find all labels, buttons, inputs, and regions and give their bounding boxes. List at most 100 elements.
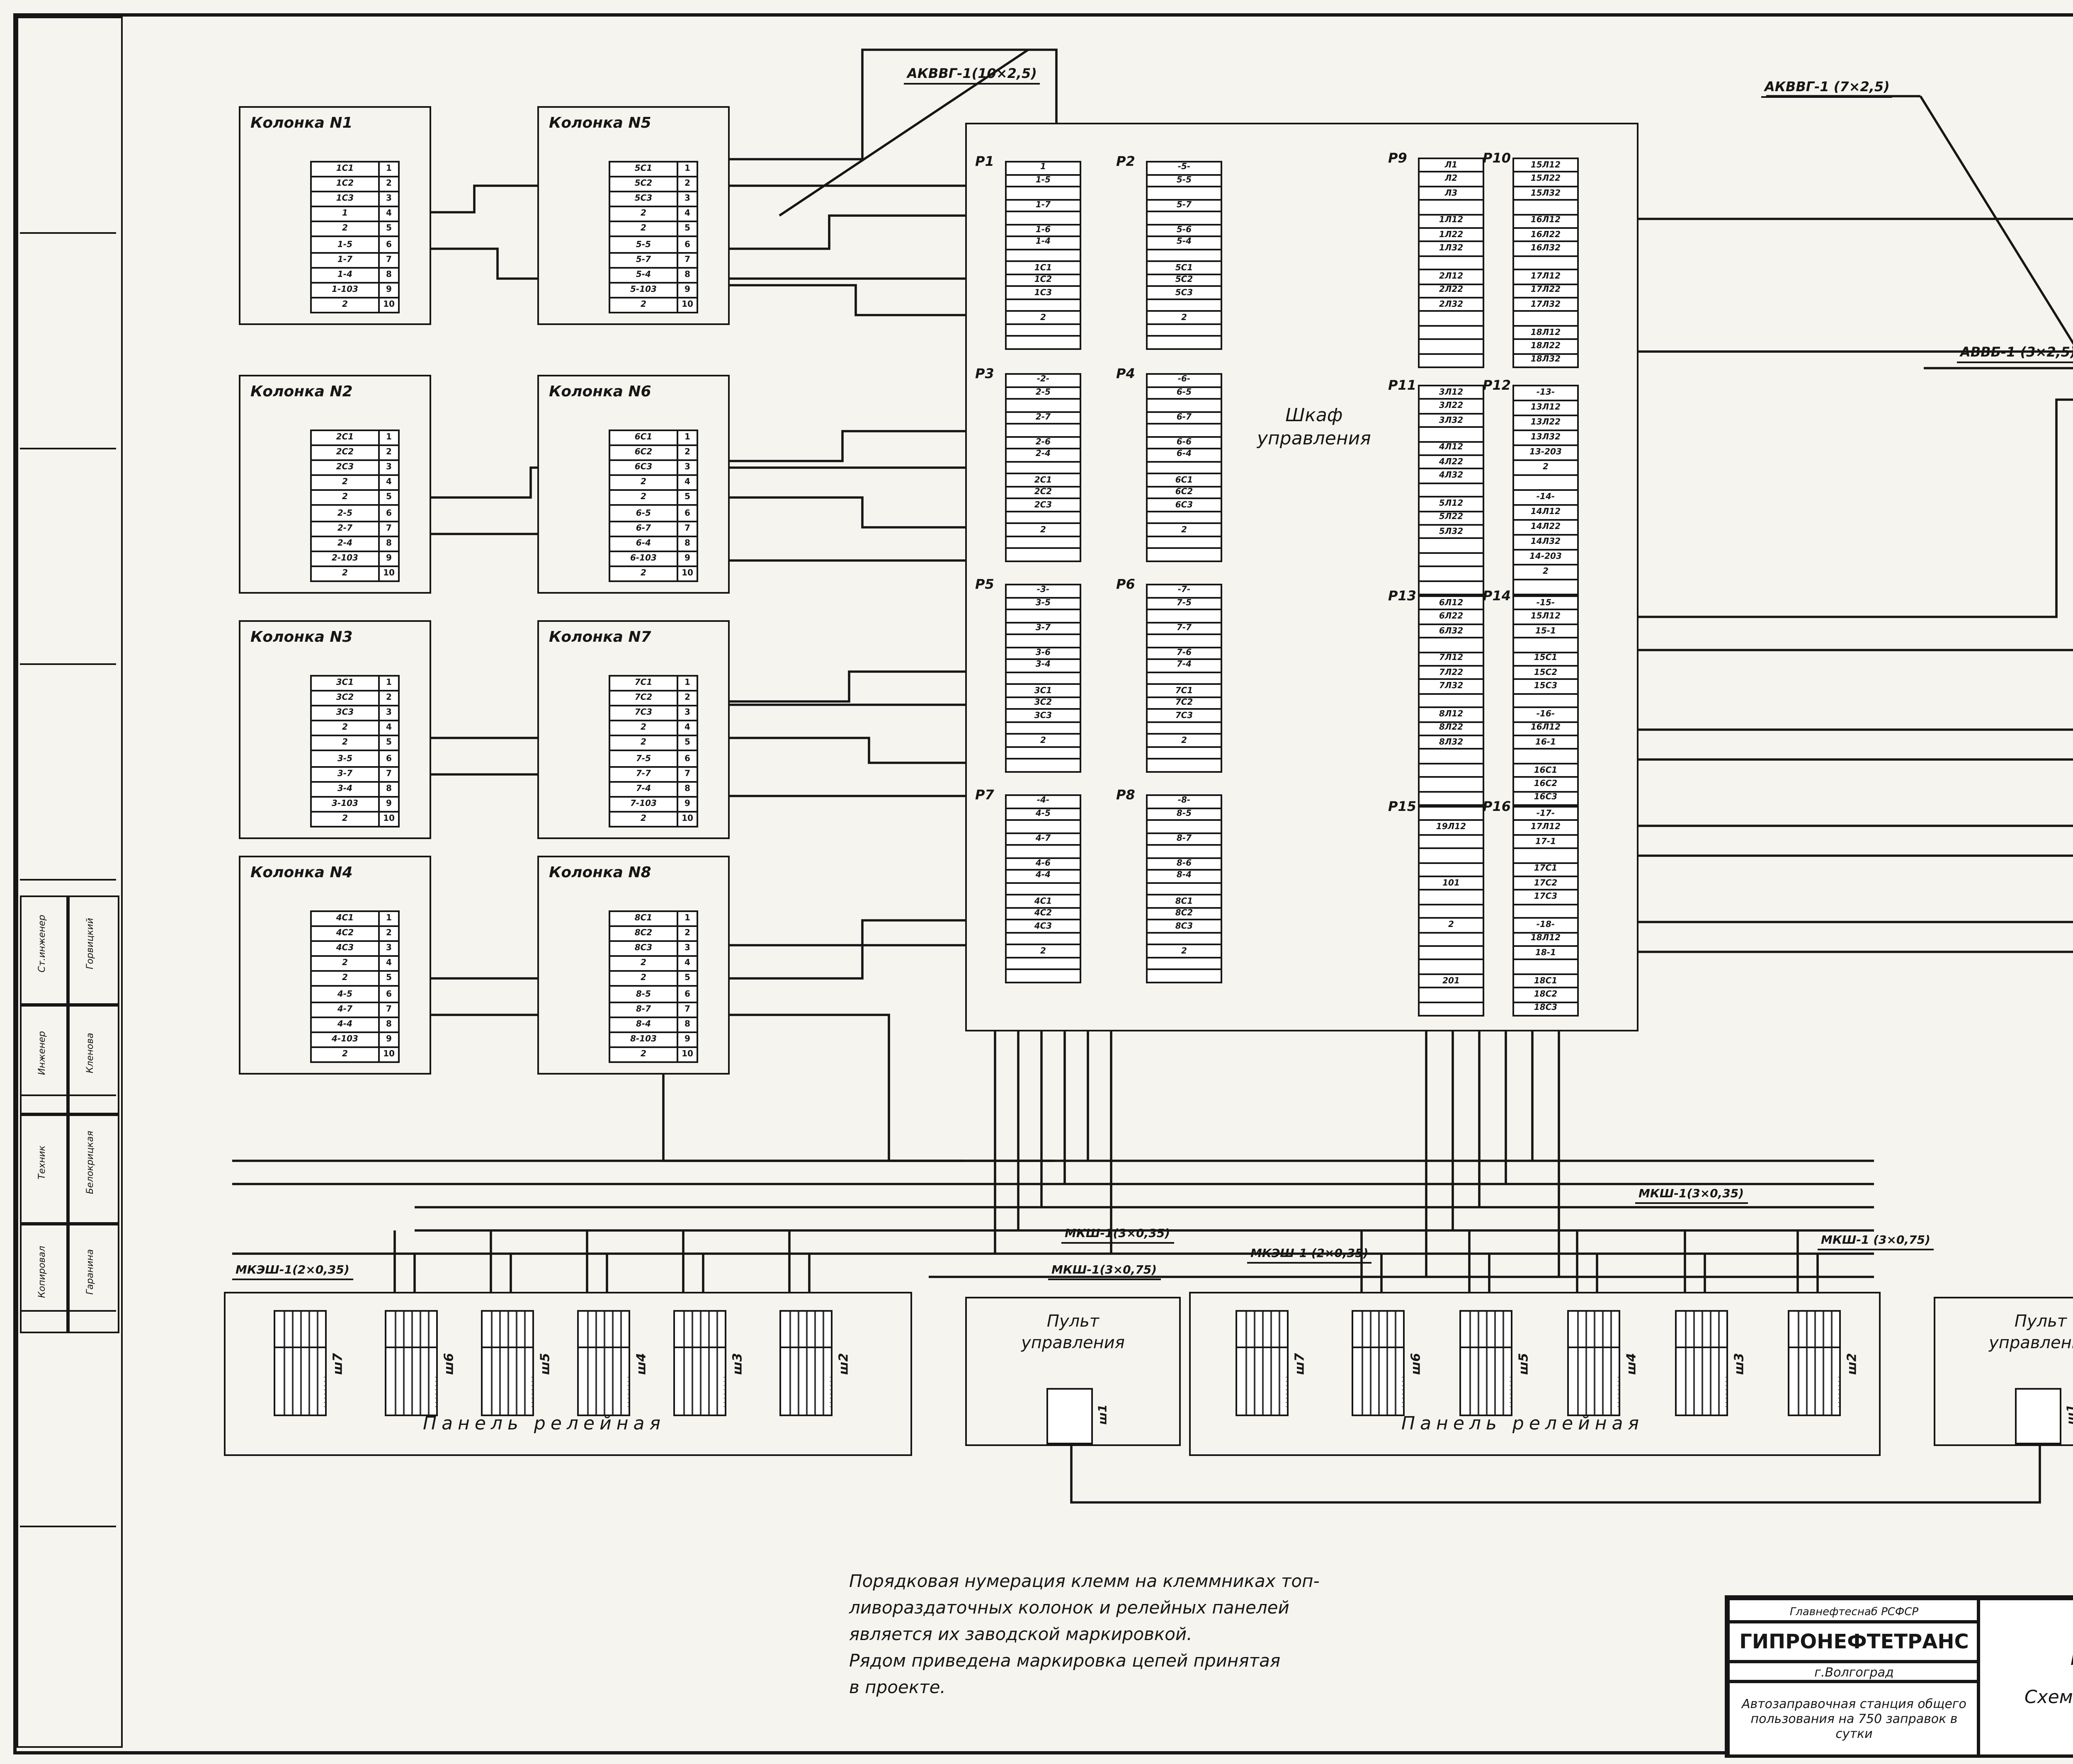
terminal-label: 2 (610, 1048, 678, 1061)
relay-terminal (1148, 671, 1221, 684)
relay-terminal: -8- (1177, 796, 1191, 807)
relay-terminal: 14Л22 (1514, 519, 1577, 534)
terminal-pin: 6 (685, 508, 690, 519)
relay-terminal: -2- (1036, 375, 1050, 386)
relay-terminal (1148, 423, 1221, 436)
relay-terminal (1148, 186, 1221, 198)
strip-hatch-line (516, 1312, 517, 1415)
relay-terminal: 18-1 (1514, 945, 1577, 959)
org-top-cell: Главнефтеснаб РСФСР (1728, 1599, 1980, 1623)
terminal-label: 7-7 (610, 767, 678, 781)
terminal-pin: 6 (685, 240, 690, 250)
relay-terminal: 18Л22 (1514, 339, 1577, 353)
terminal-pin: 1 (386, 433, 392, 443)
panel-strip-label: ш2 (1844, 1353, 1859, 1375)
relay-terminal (1007, 819, 1080, 832)
stamp-role: Инженер (38, 1031, 48, 1075)
kolonka-title: Колонка N6 (549, 385, 651, 401)
terminal-pin: 5 (386, 493, 392, 503)
relay-terminal: 2Л12 (1420, 269, 1483, 283)
relay-terminal: -18- (1514, 917, 1577, 932)
relay-terminal: 2 (1148, 311, 1221, 323)
relay-terminal (1148, 248, 1221, 261)
strip-hatch-line (620, 1312, 622, 1415)
terminal-pin: 8 (685, 1019, 690, 1029)
strip-hatch-line (420, 1312, 421, 1415)
relay-terminal: 1 (1040, 163, 1046, 173)
relay-terminal: 17С3 (1514, 889, 1577, 904)
panel-strip-label: ш4 (634, 1353, 649, 1375)
strip-hatch-line (798, 1312, 799, 1415)
panel-strip-label: ш6 (441, 1353, 456, 1375)
cable-label-bottom-r2: МКШ-1 (3×0,75) (1818, 1234, 1934, 1250)
terminal-label: 2 (312, 491, 380, 505)
relay-terminal: 2 (1007, 311, 1080, 323)
relay-terminal (1514, 959, 1577, 973)
strip-hatch-line (1610, 1312, 1612, 1415)
relay-terminal: 4-5 (1007, 807, 1080, 819)
relay-terminal (1148, 510, 1221, 523)
strip-hatch-line (1806, 1312, 1808, 1415)
strip-divider-line (1677, 1347, 1726, 1349)
terminal-pin: 4 (685, 209, 690, 220)
cable-label-bottom-r1: МКШ-1(3×0,35) (1635, 1187, 1748, 1204)
strip-hatch-line (1585, 1312, 1587, 1415)
relay-terminal: 5С2 (1148, 273, 1221, 286)
terminal-pin: 2 (685, 179, 690, 189)
relay-name: Р13 (1388, 589, 1416, 604)
panel-strip-label: ш6 (1408, 1353, 1423, 1375)
relay-terminal: 2 (1007, 733, 1080, 746)
strip-hatch-line (1254, 1312, 1255, 1415)
relay-panel-left-title: Панель релейная (423, 1413, 665, 1434)
terminal-pin: 7 (685, 523, 690, 534)
relay-terminal: 4-4 (1007, 869, 1080, 882)
relay-terminal: 15С3 (1514, 679, 1577, 693)
strip-hatch-line (1378, 1312, 1380, 1415)
relay-terminal: 2С3 (1007, 498, 1080, 510)
terminal-label: 6-4 (610, 536, 678, 550)
strip-hatch-line (1702, 1312, 1703, 1415)
note-line-2: ливораздаточных колонок и релейных панел… (849, 1599, 1289, 1618)
terminal-pin: 1 (685, 433, 690, 443)
relay-terminal: 2-4 (1007, 448, 1080, 461)
terminal-pin: 7 (386, 1004, 392, 1014)
strip-hatch-line (1503, 1312, 1504, 1415)
strip-divider-line (275, 1347, 325, 1349)
relay-terminal (1148, 548, 1221, 561)
relay-terminal: 6-7 (1148, 410, 1221, 423)
terminal-pin: 3 (386, 944, 392, 954)
stamp-cell (20, 1005, 70, 1114)
strip-terminal-script: · · · · · · · · (624, 1376, 629, 1408)
terminal-pin: 10 (383, 568, 395, 579)
relay-terminal: 16-1 (1514, 735, 1577, 749)
terminal-pin: 3 (386, 708, 392, 718)
terminal-label: 1С2 (312, 177, 380, 191)
relay-terminal: 1-7 (1007, 198, 1080, 211)
terminal-label: 8С1 (610, 912, 678, 926)
relay-terminal (1148, 335, 1221, 348)
terminal-label: 1 (312, 208, 380, 221)
terminal-pin: 3 (685, 463, 690, 473)
terminal-label: 2 (312, 1048, 380, 1061)
panel-strip: · · · · · · · · (1675, 1310, 1728, 1416)
relay-terminal: 15Л22 (1514, 171, 1577, 186)
